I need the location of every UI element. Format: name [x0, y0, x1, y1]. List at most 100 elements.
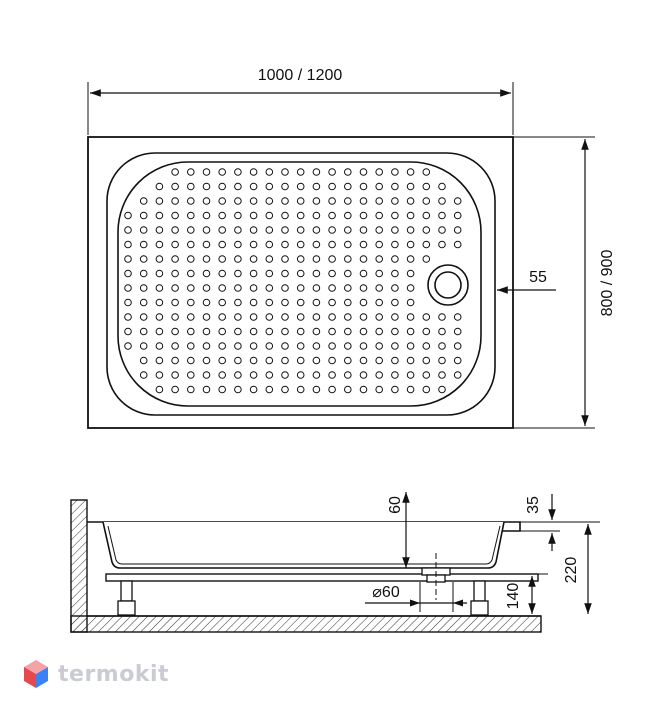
anti-slip-dot: [139, 269, 148, 278]
anti-slip-dot: [155, 284, 164, 292]
anti-slip-dot: [391, 356, 399, 365]
anti-slip-dot: [359, 298, 368, 307]
anti-slip-dot: [281, 284, 289, 292]
anti-slip-dot: [218, 298, 226, 307]
anti-slip-dot: [218, 255, 226, 263]
anti-slip-dot: [187, 211, 195, 220]
anti-slip-dot: [344, 182, 352, 191]
drain-diameter-arrow-right: [453, 599, 463, 607]
anti-slip-dot: [218, 211, 226, 220]
anti-slip-dot: [249, 284, 258, 292]
rim-height-label: 35: [525, 496, 542, 514]
anti-slip-dot: [202, 298, 211, 307]
anti-slip-dot: [249, 197, 258, 205]
anti-slip-dot: [296, 356, 305, 365]
anti-slip-dot: [391, 342, 399, 350]
anti-slip-dot: [202, 327, 211, 336]
anti-slip-dot: [171, 168, 179, 176]
anti-slip-dot: [453, 211, 462, 220]
anti-slip-dot: [312, 356, 321, 365]
anti-slip-dot: [312, 211, 321, 220]
anti-slip-dot: [453, 342, 462, 350]
anti-slip-dot: [139, 255, 148, 263]
anti-slip-dot: [218, 371, 226, 379]
anti-slip-dot: [249, 385, 258, 394]
anti-slip-dot: [139, 342, 148, 350]
anti-slip-dot: [391, 182, 399, 191]
anti-slip-dot: [328, 240, 336, 249]
anti-slip-dot: [171, 211, 179, 220]
anti-slip-dot: [438, 197, 446, 205]
anti-slip-dot: [375, 182, 384, 191]
anti-slip-dot: [328, 298, 336, 307]
anti-slip-dot: [391, 255, 399, 263]
total-height-label: 220: [563, 557, 580, 584]
anti-slip-dot: [281, 342, 289, 350]
tray-basin-inner-profile: [107, 525, 501, 565]
anti-slip-dot: [218, 168, 226, 176]
anti-slip-dot: [328, 197, 336, 205]
drain-siphon: [421, 553, 451, 600]
anti-slip-dot: [391, 226, 399, 234]
anti-slip-dot: [265, 197, 274, 205]
anti-slip-dot: [344, 327, 352, 336]
anti-slip-dot: [406, 342, 415, 350]
anti-slip-dot: [234, 168, 242, 176]
anti-slip-dot: [171, 182, 179, 191]
tray-depth-label: 60: [387, 496, 404, 514]
anti-slip-dot: [202, 356, 211, 365]
anti-slip-dot: [328, 313, 336, 321]
anti-slip-dot: [422, 327, 431, 336]
anti-slip-dot: [139, 197, 148, 205]
anti-slip-dot: [406, 240, 415, 249]
anti-slip-dot: [249, 255, 258, 263]
anti-slip-dot: [265, 298, 274, 307]
anti-slip-dot-pattern: [124, 168, 462, 394]
anti-slip-dot: [328, 371, 336, 379]
anti-slip-dot: [124, 226, 132, 234]
anti-slip-dot: [406, 197, 415, 205]
anti-slip-dot: [234, 269, 242, 278]
anti-slip-dot: [406, 269, 415, 278]
anti-slip-dot: [265, 385, 274, 394]
anti-slip-dot: [453, 197, 462, 205]
anti-slip-dot: [124, 313, 132, 321]
anti-slip-dot: [124, 240, 132, 249]
anti-slip-dot: [187, 240, 195, 249]
anti-slip-dot: [359, 371, 368, 379]
anti-slip-dot: [171, 240, 179, 249]
anti-slip-dot: [312, 255, 321, 263]
anti-slip-dot: [218, 182, 226, 191]
anti-slip-dot: [312, 182, 321, 191]
anti-slip-dot: [139, 327, 148, 336]
anti-slip-dot: [328, 182, 336, 191]
anti-slip-dot: [234, 342, 242, 350]
anti-slip-dot: [438, 182, 446, 191]
anti-slip-dot: [265, 211, 274, 220]
anti-slip-dot: [202, 255, 211, 263]
anti-slip-dot: [234, 226, 242, 234]
anti-slip-dot: [406, 168, 415, 176]
anti-slip-dot: [296, 371, 305, 379]
anti-slip-dot: [453, 356, 462, 365]
anti-slip-dot: [344, 226, 352, 234]
brand-watermark: termokit: [22, 654, 169, 694]
anti-slip-dot: [406, 226, 415, 234]
anti-slip-dot: [155, 255, 164, 263]
anti-slip-dot: [187, 168, 195, 176]
anti-slip-dot: [171, 342, 179, 350]
anti-slip-dot: [249, 327, 258, 336]
anti-slip-dot: [375, 371, 384, 379]
anti-slip-dot: [265, 371, 274, 379]
anti-slip-dot: [296, 298, 305, 307]
anti-slip-dot: [124, 255, 132, 263]
anti-slip-dot: [234, 197, 242, 205]
brand-name: termokit: [58, 661, 170, 687]
anti-slip-dot: [139, 313, 148, 321]
anti-slip-dot: [328, 211, 336, 220]
anti-slip-dot: [344, 197, 352, 205]
anti-slip-dot: [202, 211, 211, 220]
anti-slip-dot: [328, 168, 336, 176]
anti-slip-dot: [344, 298, 352, 307]
